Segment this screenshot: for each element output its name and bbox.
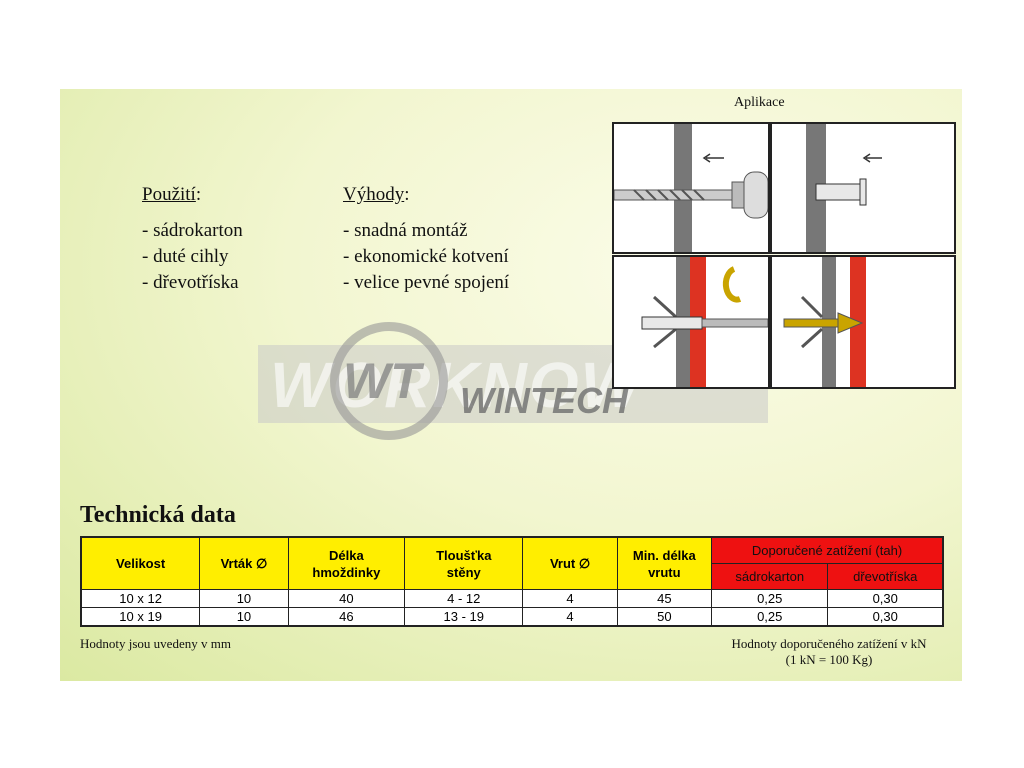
benefits-colon: : xyxy=(404,184,410,205)
usage-heading-text: Použití xyxy=(142,184,196,205)
header-min-delka: Min. délka vrutu xyxy=(616,536,713,590)
header-load-sadrokarton: sádrokarton xyxy=(710,563,829,590)
benefits-item: - snadná montáž xyxy=(343,220,468,241)
header-load-drevotriska: dřevotříska xyxy=(827,563,944,590)
table-subheader-row: sádrokarton dřevotříska xyxy=(81,563,944,590)
application-step-2-insert xyxy=(770,122,956,254)
header-vrut: Vrut ∅ xyxy=(522,536,618,590)
benefits-heading: Výhody: xyxy=(343,184,410,206)
watermark-brand: WINTECH xyxy=(460,380,628,421)
header-tloustka-line2: stěny xyxy=(446,564,481,580)
application-step-4-fixed xyxy=(770,255,956,389)
footer-load-note-line2: (1 kN = 100 Kg) xyxy=(785,652,873,667)
footer-load-note: Hodnoty doporučeného zatížení v kN (1 kN… xyxy=(712,636,946,668)
header-vrtak: Vrták ∅ xyxy=(199,536,289,590)
header-delka: Délka hmoždinky xyxy=(287,536,406,590)
application-label: Aplikace xyxy=(734,95,785,110)
benefits-heading-text: Výhody xyxy=(343,184,405,205)
tech-data-title: Technická data xyxy=(80,502,236,528)
table-cell: 10 xyxy=(199,607,289,627)
header-tloustka: Tloušťka stěny xyxy=(404,536,524,590)
table-cell: 10 x 19 xyxy=(80,607,201,627)
table-cell: 45 xyxy=(616,589,713,608)
usage-item: - sádrokarton xyxy=(142,220,243,241)
benefits-list: - snadná montáž - ekonomické kotvení - v… xyxy=(343,218,509,296)
watermark-logo-circle-icon xyxy=(330,322,448,440)
table-cell: 13 - 19 xyxy=(404,607,524,627)
drill-illustration-icon xyxy=(614,124,768,252)
table-row: 10 x 19 10 46 13 - 19 4 50 0,25 0,30 xyxy=(80,607,944,627)
table-cell: 4 xyxy=(522,607,618,627)
tech-data-table: Velikost Vrták ∅ Délka hmoždinky Tloušťk… xyxy=(80,536,944,627)
usage-colon: : xyxy=(195,184,202,205)
watermark-logo: WT xyxy=(343,353,421,409)
application-step-1-drill xyxy=(612,122,770,254)
header-velikost: Velikost xyxy=(80,536,201,590)
screw-tighten-illustration-icon xyxy=(641,257,768,387)
table-cell: 46 xyxy=(287,607,406,627)
header-min-line2: vrutu xyxy=(648,564,681,580)
header-load: Doporučené zatížení (tah) xyxy=(711,536,944,564)
header-tloustka-line1: Tloušťka xyxy=(436,547,492,563)
table-cell: 0,25 xyxy=(710,589,829,608)
table-cell: 0,30 xyxy=(827,607,944,627)
table-cell: 4 xyxy=(522,589,618,608)
footer-load-note-line1: Hodnoty doporučeného zatížení v kN xyxy=(731,636,927,651)
anchor-fixed-illustration-icon xyxy=(783,257,866,387)
usage-list: - sádrokarton - duté cihly - dřevotříska xyxy=(142,218,243,296)
table-cell: 0,25 xyxy=(710,607,829,627)
usage-item: - duté cihly xyxy=(142,246,229,267)
table-cell: 0,30 xyxy=(827,589,944,608)
header-min-line1: Min. délka xyxy=(632,547,696,563)
application-step-3-screw xyxy=(612,255,770,389)
table-cell: 4 - 12 xyxy=(404,589,524,608)
header-delka-line1: Délka xyxy=(329,547,364,563)
usage-item: - dřevotříska xyxy=(142,272,239,293)
table-header-row: Velikost Vrták ∅ Délka hmoždinky Tloušťk… xyxy=(80,536,944,590)
table-cell: 10 x 12 xyxy=(80,589,201,608)
benefits-item: - ekonomické kotvení xyxy=(343,246,509,267)
footer-units-note: Hodnoty jsou uvedeny v mm xyxy=(80,636,231,651)
anchor-insert-illustration-icon xyxy=(806,124,882,252)
table-cell: 10 xyxy=(199,589,289,608)
table-cell: 50 xyxy=(616,607,713,627)
table-cell: 40 xyxy=(287,589,406,608)
usage-heading: Použití: xyxy=(142,184,201,206)
header-delka-line2: hmoždinky xyxy=(312,564,381,580)
table-row: 10 x 12 10 40 4 - 12 4 45 0,25 0,30 xyxy=(80,589,944,608)
benefits-item: - velice pevné spojení xyxy=(343,272,510,293)
